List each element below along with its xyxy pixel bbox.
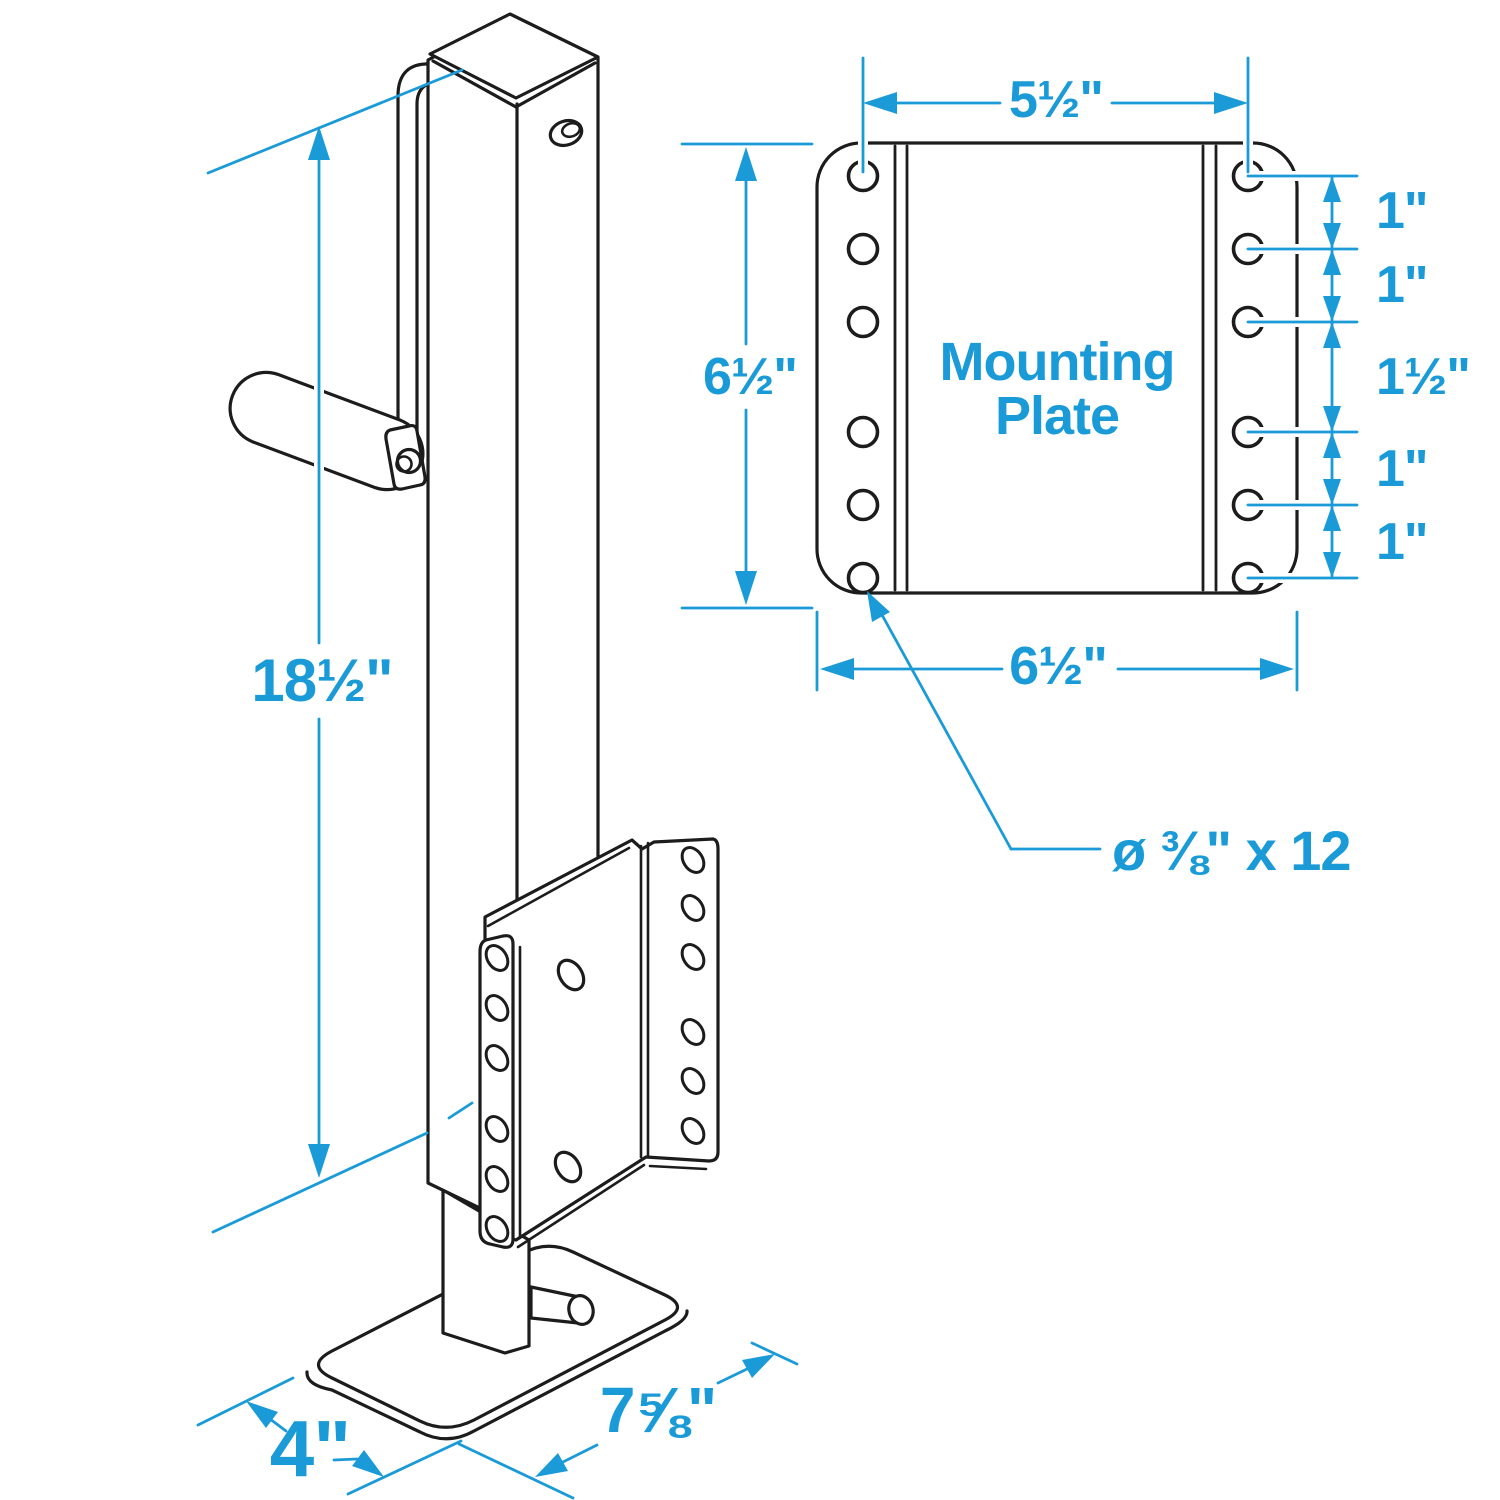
tube-cap <box>428 12 600 100</box>
hole-spacing-label-3: 1½" <box>1376 348 1471 406</box>
hole-spacing-label-4: 1" <box>1376 440 1429 498</box>
crank-handle <box>228 370 427 492</box>
bracket-flange-holes <box>484 846 706 1243</box>
hole-spacing-label-2: 1" <box>1376 256 1429 314</box>
dimension-hole-spacing-chain <box>1246 174 1359 580</box>
bracket-face-holes <box>553 958 586 1184</box>
plate-top-width-label: 5½" <box>1009 71 1104 129</box>
hole-callout-label: ø ⅜" x 12 <box>1112 819 1352 882</box>
dimension-foot-width-4 <box>196 1376 463 1496</box>
plate-side-height-label: 6½" <box>703 348 798 406</box>
bracket-left-flange <box>478 934 515 1249</box>
dimension-foot-depth-7-5-8 <box>457 1341 799 1500</box>
hole-callout-leader <box>867 591 1102 851</box>
jack-iso-drawing <box>228 12 720 1441</box>
height-dimension-label: 18½" <box>251 647 393 714</box>
foot-depth-dimension-label: 7⅝" <box>599 1374 717 1446</box>
plate-title-line2: Plate <box>994 386 1120 446</box>
dimension-plate-bottom-6-5 <box>815 610 1299 692</box>
hole-spacing-label-1: 1" <box>1376 182 1429 240</box>
mounting-bracket-iso <box>478 837 720 1249</box>
plate-outline <box>815 141 1299 595</box>
plate-title-line1: Mounting <box>939 332 1176 392</box>
tube-side-hole <box>548 118 584 148</box>
hole-spacing-label-5: 1" <box>1376 513 1429 571</box>
plate-bottom-width-label: 6½" <box>1009 636 1108 696</box>
dimensions <box>196 56 1359 1500</box>
dimension-height-18-5 <box>206 68 474 1234</box>
foot-width-dimension-label: 4" <box>269 1404 351 1493</box>
dimension-plate-top-5-5 <box>861 56 1250 174</box>
dimension-plate-side-6-5 <box>680 142 814 610</box>
foot-pin <box>529 1285 595 1326</box>
